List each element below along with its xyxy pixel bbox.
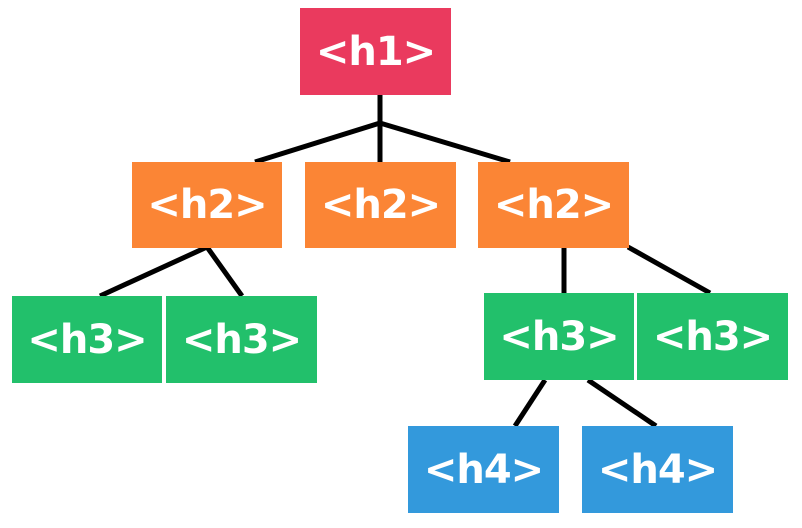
h1-node: <h1>	[300, 8, 451, 95]
connector-h2-left-to-h3-b	[204, 245, 245, 298]
connector-h3-to-h4-b	[586, 377, 658, 429]
connector-h2-right-to-h3-b	[626, 244, 712, 296]
connector-h2-left-to-h3-a	[98, 244, 209, 299]
connector-h1-to-h2-right	[379, 120, 511, 165]
h2-node-left: <h2>	[132, 162, 282, 248]
h3-node-right-b: <h3>	[637, 293, 788, 380]
connector-h1-to-h2-left	[254, 120, 381, 165]
h3-node-left-b: <h3>	[166, 296, 317, 383]
h2-node-right: <h2>	[478, 162, 629, 248]
h2-node-middle: <h2>	[305, 162, 456, 248]
h3-node-right-a: <h3>	[484, 293, 634, 380]
connector-h3-to-h4-a	[512, 378, 548, 428]
h3-node-left-a: <h3>	[12, 296, 162, 383]
h4-node-a: <h4>	[408, 426, 559, 513]
h4-node-b: <h4>	[582, 426, 733, 513]
